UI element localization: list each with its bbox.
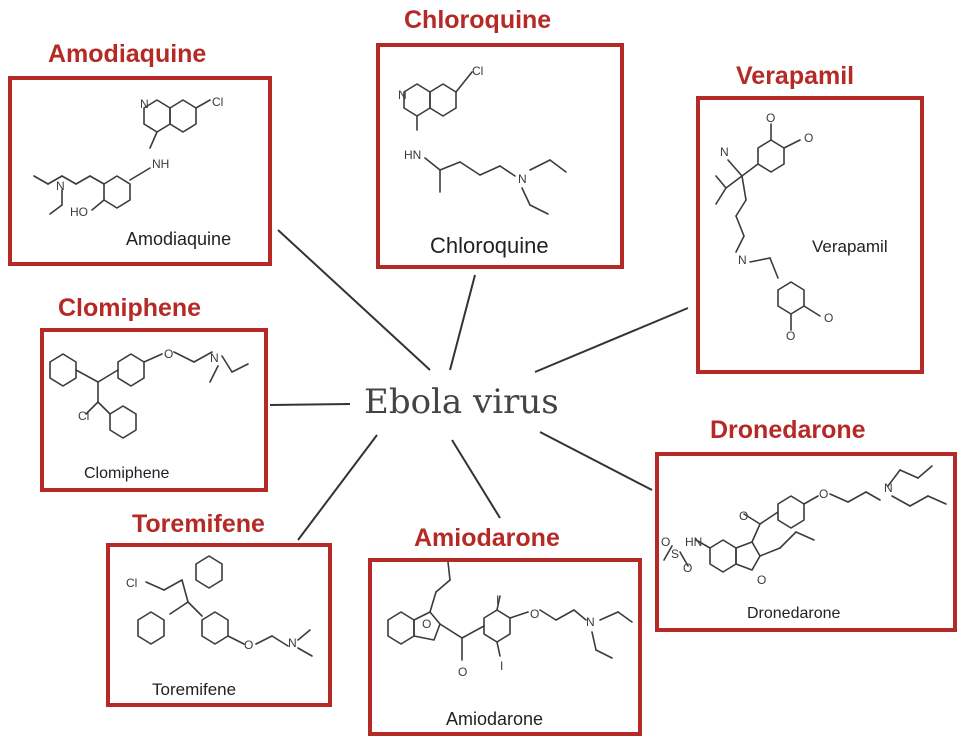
verapamil-title: Verapamil <box>736 62 855 90</box>
svg-text:I: I <box>500 659 503 673</box>
amodiaquine-title: Amodiaquine <box>48 40 207 68</box>
link-dronedarone <box>539 431 653 491</box>
ebola-virus-label: Ebola virus <box>364 382 559 422</box>
clomiphene-box: O N Cl Clomiphene <box>40 328 268 492</box>
svg-text:HO: HO <box>70 205 88 219</box>
svg-text:N: N <box>210 351 219 365</box>
amiodarone-structure: O O I I O N <box>387 562 633 679</box>
svg-text:O: O <box>819 487 828 501</box>
svg-text:N: N <box>140 97 149 111</box>
verapamil-structure: O O N N O O <box>715 111 833 343</box>
verapamil-box: O O N N O O Verapamil <box>696 96 924 374</box>
chloroquine-caption: Chloroquine <box>430 233 549 258</box>
amiodarone-atom-labels: O O I I O N <box>422 593 595 679</box>
verapamil-atom-labels: O O N N O O <box>720 111 833 343</box>
svg-text:Cl: Cl <box>78 409 89 423</box>
dronedarone-structure: O N O S O O O HN <box>661 465 947 587</box>
svg-text:Cl: Cl <box>212 95 223 109</box>
svg-text:N: N <box>288 636 297 650</box>
link-amiodarone <box>451 439 501 519</box>
svg-text:O: O <box>530 607 539 621</box>
svg-text:N: N <box>56 179 65 193</box>
link-clomiphene <box>269 403 351 406</box>
svg-text:O: O <box>824 311 833 325</box>
svg-text:N: N <box>884 481 893 495</box>
svg-text:Cl: Cl <box>472 64 483 78</box>
svg-text:HN: HN <box>685 535 702 549</box>
svg-text:S: S <box>671 547 679 561</box>
clomiphene-caption: Clomiphene <box>84 465 170 482</box>
svg-text:O: O <box>422 617 431 631</box>
svg-text:N: N <box>738 253 747 267</box>
amodiaquine-structure: Cl N NH N HO <box>33 95 223 219</box>
chloroquine-structure: N Cl HN N <box>398 64 567 215</box>
svg-text:HN: HN <box>404 148 421 162</box>
chloroquine-title: Chloroquine <box>404 6 552 34</box>
clomiphene-structure: O N Cl <box>49 347 249 439</box>
svg-text:O: O <box>804 131 813 145</box>
svg-text:O: O <box>757 573 766 587</box>
toremifene-caption: Toremifene <box>152 680 237 699</box>
verapamil-caption: Verapamil <box>812 237 888 256</box>
link-amodiaquine <box>277 229 431 371</box>
svg-text:N: N <box>398 88 407 102</box>
amodiaquine-caption: Amodiaquine <box>126 229 232 249</box>
svg-text:N: N <box>518 172 527 186</box>
svg-text:O: O <box>458 665 467 679</box>
amodiaquine-box: Cl N NH N HO Amodiaquine <box>8 76 272 266</box>
dronedarone-caption: Dronedarone <box>747 605 841 622</box>
dronedarone-atom-labels: O N O S O O O HN <box>661 481 893 587</box>
svg-text:O: O <box>661 535 670 549</box>
svg-text:I: I <box>496 593 499 607</box>
svg-text:O: O <box>766 111 775 125</box>
amiodarone-title: Amiodarone <box>414 524 560 552</box>
dronedarone-box: O N O S O O O HN Dronedarone <box>655 452 957 632</box>
svg-text:Cl: Cl <box>126 576 137 590</box>
toremifene-title: Toremifene <box>132 510 265 538</box>
svg-text:NH: NH <box>152 157 169 171</box>
toremifene-box: Cl O N Toremifene <box>106 543 332 707</box>
svg-text:O: O <box>683 561 692 575</box>
clomiphene-title: Clomiphene <box>58 294 202 322</box>
link-chloroquine <box>449 274 476 371</box>
amiodarone-box: O O I I O N Amiodarone <box>368 558 642 736</box>
svg-text:O: O <box>164 347 173 361</box>
chloroquine-box: N Cl HN N Chloroquine <box>376 43 624 269</box>
svg-text:O: O <box>244 638 253 652</box>
toremifene-atom-labels: Cl O N <box>126 576 297 652</box>
toremifene-structure: Cl O N <box>126 555 313 657</box>
clomiphene-atom-labels: O N Cl <box>78 347 219 423</box>
link-toremifene <box>297 434 378 541</box>
link-verapamil <box>534 307 689 373</box>
svg-text:O: O <box>786 329 795 343</box>
svg-text:O: O <box>739 509 748 523</box>
svg-text:N: N <box>720 145 729 159</box>
svg-text:N: N <box>586 615 595 629</box>
dronedarone-title: Dronedarone <box>710 416 866 444</box>
chloroquine-atom-labels: N Cl HN N <box>398 64 527 186</box>
amiodarone-caption: Amiodarone <box>446 709 544 729</box>
amodiaquine-atom-labels: Cl N NH N HO <box>56 95 223 219</box>
